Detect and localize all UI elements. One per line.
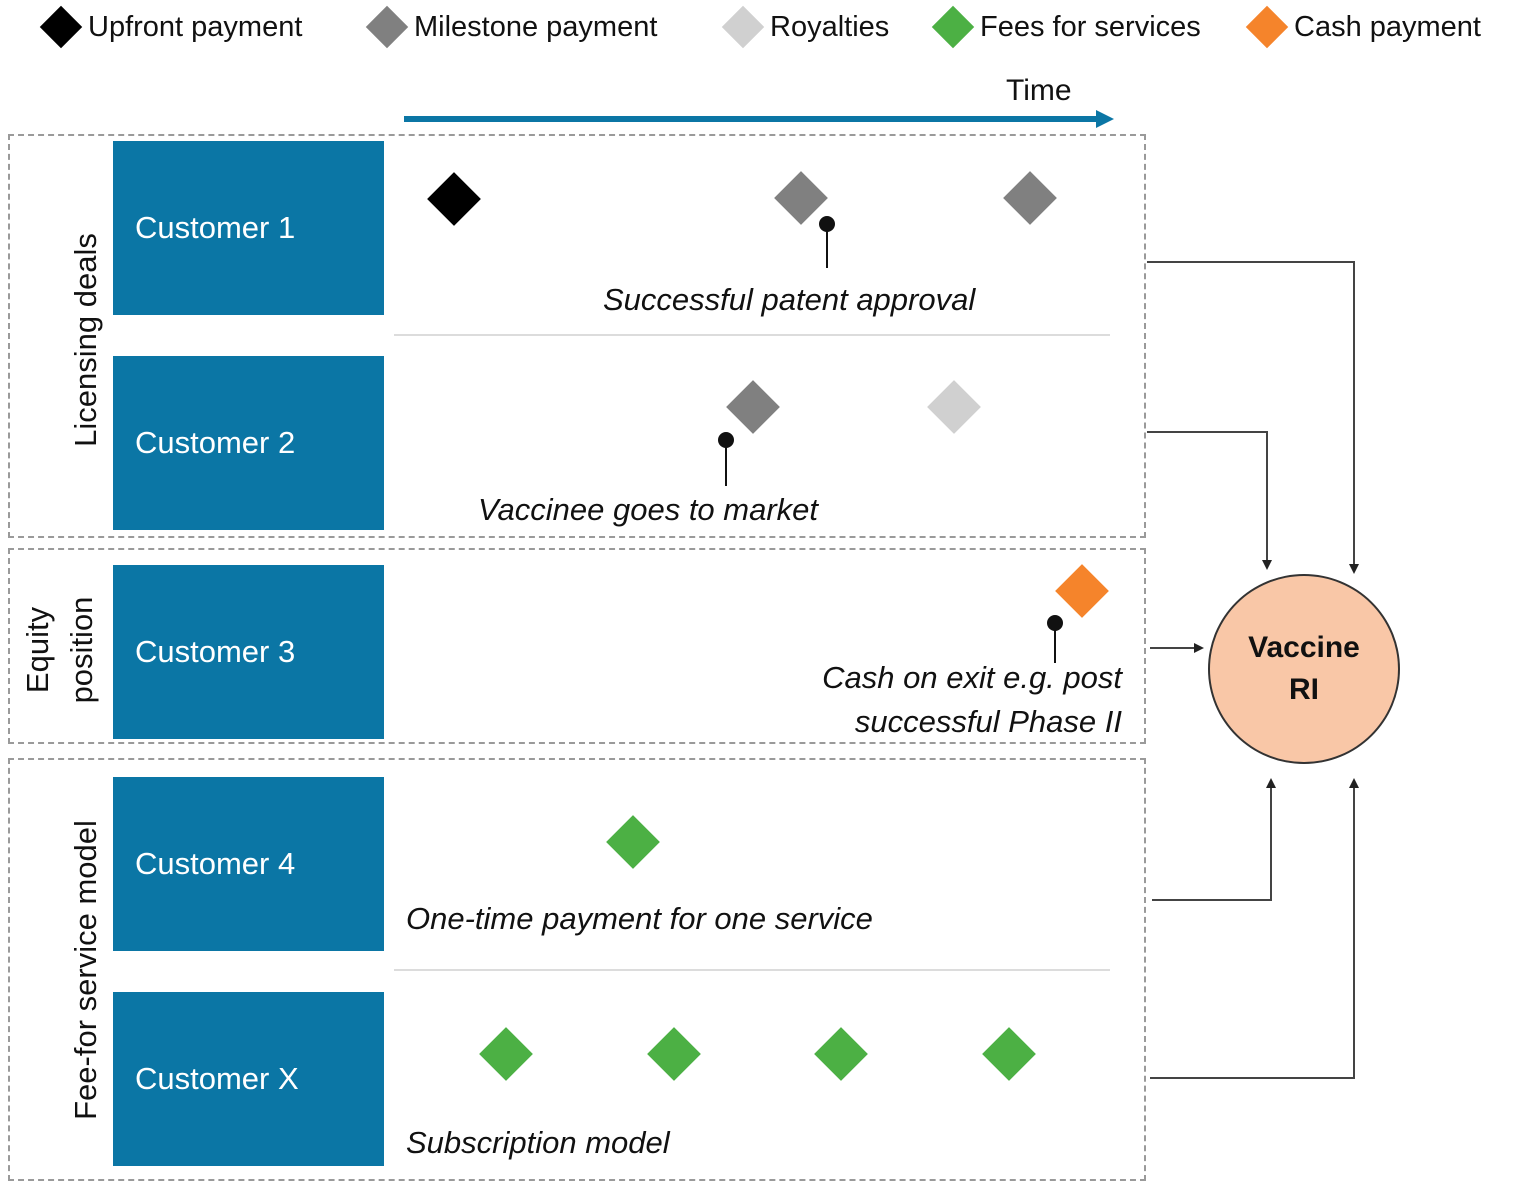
legend-label: Cash payment xyxy=(1294,10,1481,43)
event-marker-dot xyxy=(718,432,734,448)
legend-label: Milestone payment xyxy=(414,10,658,43)
event-marker-line xyxy=(826,224,828,268)
fee-for-service-group xyxy=(8,758,1146,1181)
equity-position-group xyxy=(8,548,1146,744)
event-marker-line xyxy=(725,440,727,486)
event-marker-dot xyxy=(1047,615,1063,631)
legend-fees-for-services: Fees for services xyxy=(930,4,1201,50)
legend-royalties: Royalties xyxy=(720,4,889,50)
customer-x-box: Customer X xyxy=(113,992,384,1166)
customer-1-box: Customer 1 xyxy=(113,141,384,315)
legend-label: Fees for services xyxy=(980,10,1201,43)
row-divider xyxy=(394,334,1110,336)
vaccine-ri-hub: Vaccine RI xyxy=(1208,574,1400,764)
connector-customer-1 xyxy=(1147,261,1359,574)
time-label: Time xyxy=(1006,74,1072,107)
event-marker-line xyxy=(1054,623,1056,663)
connector-customer-2 xyxy=(1147,431,1272,570)
legend-milestone-payment: Milestone payment xyxy=(364,4,657,50)
connector-customer-x xyxy=(1150,778,1359,1079)
annotation-subscription-model: Subscription model xyxy=(406,1125,670,1160)
licensing-deals-group xyxy=(8,134,1146,538)
annotation-goes-to-market: Vaccinee goes to market xyxy=(478,492,819,527)
connector-customer-4 xyxy=(1152,778,1276,901)
event-marker-dot xyxy=(819,216,835,232)
legend-label: Upfront payment xyxy=(88,10,303,43)
annotation-patent-approval: Successful patent approval xyxy=(603,282,976,317)
legend-upfront-payment: Upfront payment xyxy=(38,4,302,50)
customer-3-box: Customer 3 xyxy=(113,565,384,739)
hub-label-line2: RI xyxy=(1289,673,1319,706)
hub-label-line1: Vaccine xyxy=(1248,631,1360,664)
customer-4-box: Customer 4 xyxy=(113,777,384,951)
annotation-one-time-payment: One-time payment for one service xyxy=(406,901,873,936)
time-arrow xyxy=(404,110,1114,128)
annotation-cash-on-exit: Cash on exit e.g. post successful Phase … xyxy=(822,656,1122,744)
customer-2-box: Customer 2 xyxy=(113,356,384,530)
annotation-cash-on-exit-line1: Cash on exit e.g. post xyxy=(822,660,1122,695)
legend-cash-payment: Cash payment xyxy=(1244,4,1481,50)
row-divider xyxy=(394,969,1110,971)
annotation-cash-on-exit-line2: successful Phase II xyxy=(854,704,1122,739)
legend-label: Royalties xyxy=(770,10,890,43)
